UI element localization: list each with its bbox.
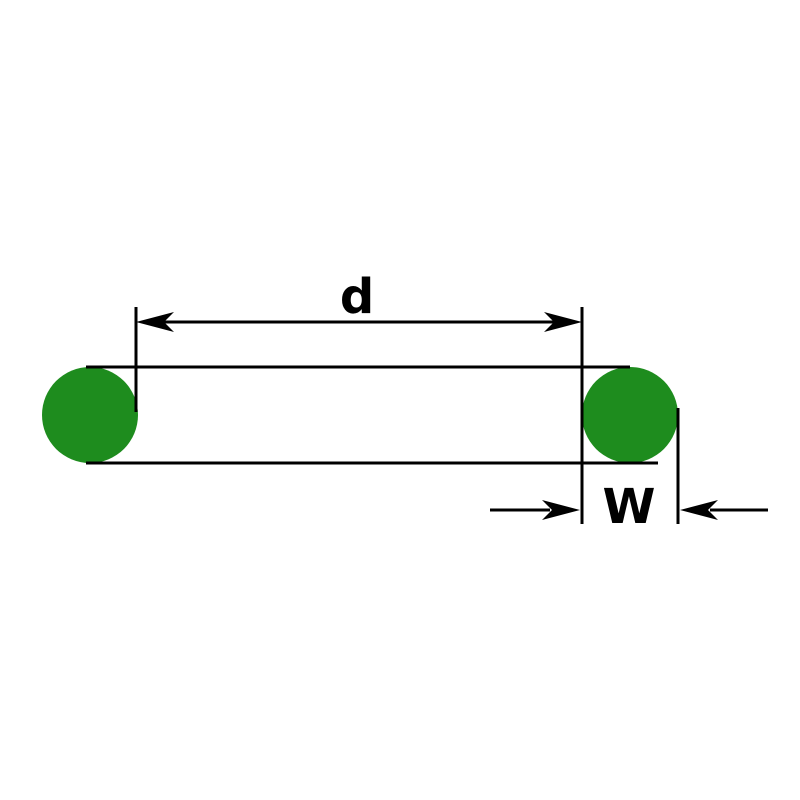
arrowhead-d-right — [544, 312, 582, 332]
arrowheads-and-labels: d W — [136, 269, 718, 535]
label-diameter-d: d — [340, 269, 374, 325]
arrowhead-w-left — [542, 500, 580, 520]
arrowhead-w-right — [680, 500, 718, 520]
arrowhead-d-left — [136, 312, 174, 332]
drawing-lines — [86, 307, 768, 524]
oring-cross-section-left — [42, 367, 138, 463]
oring-cross-sections — [42, 367, 678, 463]
oring-cross-section-right — [582, 367, 678, 463]
label-width-w: W — [603, 479, 656, 535]
